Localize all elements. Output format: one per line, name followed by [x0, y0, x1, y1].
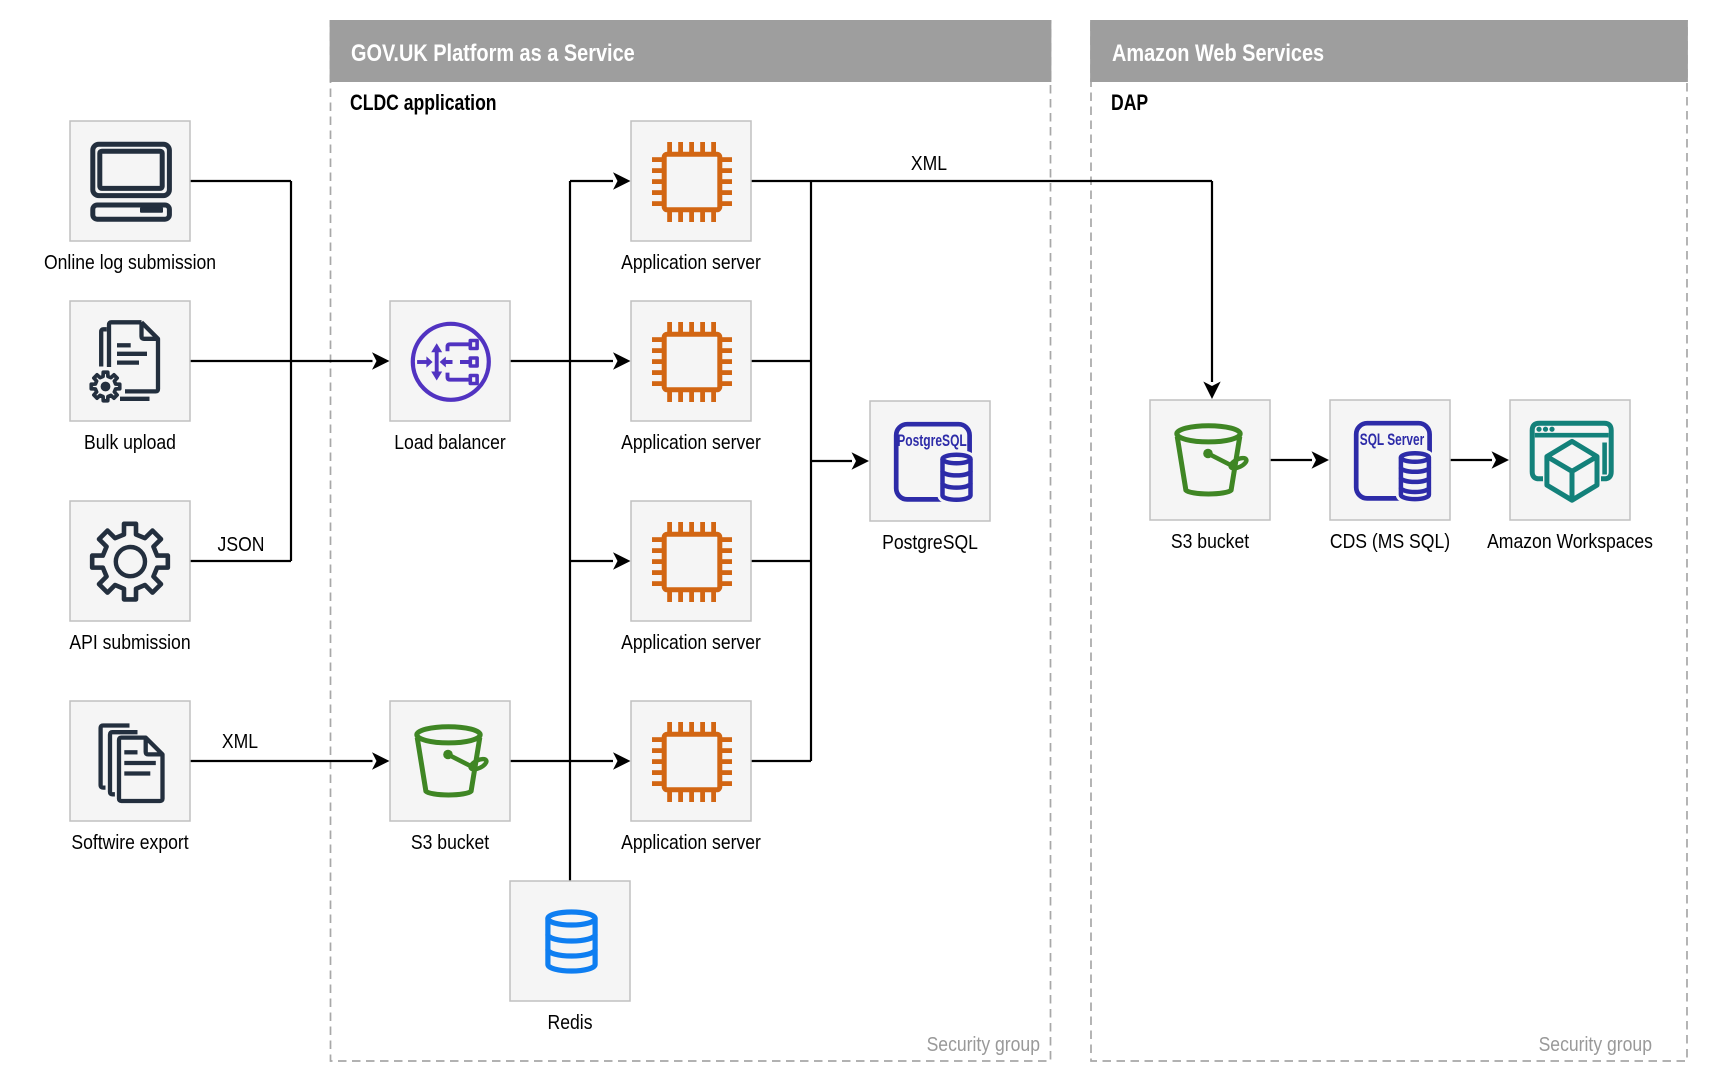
svg-text:Amazon Workspaces: Amazon Workspaces — [1487, 530, 1653, 552]
svg-text:JSON: JSON — [218, 533, 265, 555]
svg-text:Security group: Security group — [1539, 1033, 1652, 1055]
svg-text:API submission: API submission — [69, 631, 190, 653]
svg-text:Application server: Application server — [621, 251, 761, 273]
svg-text:Bulk upload: Bulk upload — [84, 431, 176, 453]
svg-text:Application server: Application server — [621, 431, 761, 453]
svg-text:CDS (MS SQL): CDS (MS SQL) — [1330, 530, 1450, 552]
svg-text:S3 bucket: S3 bucket — [411, 831, 490, 853]
svg-text:Load balancer: Load balancer — [394, 431, 505, 453]
svg-text:Online log submission: Online log submission — [44, 251, 216, 273]
svg-text:SQL Server: SQL Server — [1360, 431, 1425, 449]
svg-text:GOV.UK Platform as a Service: GOV.UK Platform as a Service — [351, 39, 635, 66]
svg-text:Amazon Web Services: Amazon Web Services — [1112, 39, 1324, 66]
svg-text:PostgreSQL: PostgreSQL — [897, 432, 967, 450]
svg-text:Security group: Security group — [927, 1033, 1040, 1055]
svg-text:Redis: Redis — [548, 1011, 593, 1033]
svg-text:Application server: Application server — [621, 631, 761, 653]
svg-text:Application server: Application server — [621, 831, 761, 853]
svg-text:PostgreSQL: PostgreSQL — [882, 531, 978, 553]
svg-text:XML: XML — [222, 730, 258, 752]
svg-text:DAP: DAP — [1111, 91, 1148, 115]
svg-text:XML: XML — [911, 152, 947, 174]
svg-text:CLDC application: CLDC application — [350, 91, 497, 115]
svg-text:S3 bucket: S3 bucket — [1171, 530, 1250, 552]
svg-text:Softwire export: Softwire export — [71, 831, 189, 853]
